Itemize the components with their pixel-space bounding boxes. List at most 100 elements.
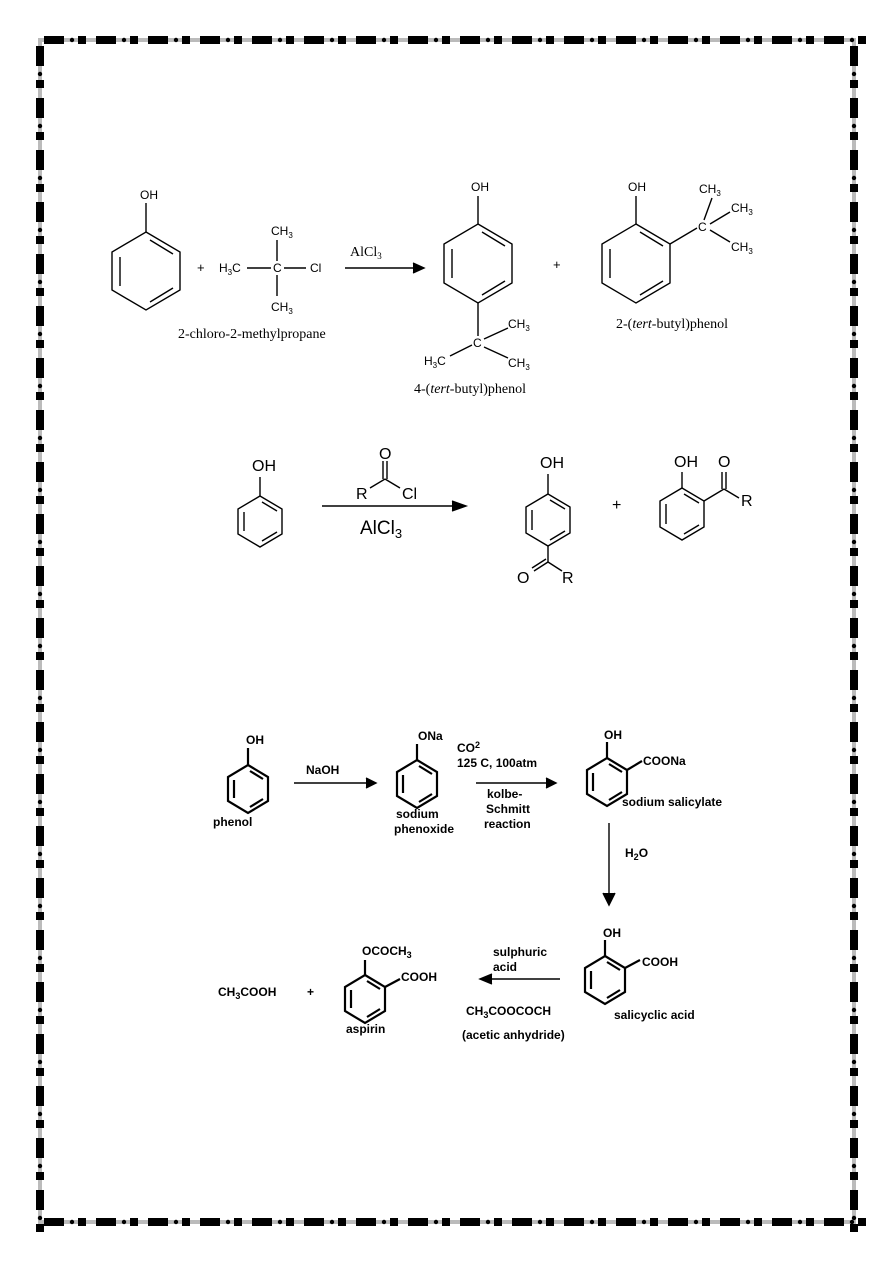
border-mark: [329, 1219, 335, 1225]
border-mark: [252, 1218, 272, 1226]
border-mark: [851, 851, 857, 857]
border-mark: [408, 1218, 428, 1226]
border-mark: [37, 1215, 43, 1221]
border-mark: [182, 36, 190, 44]
border-mark: [851, 539, 857, 545]
border-mark: [589, 1219, 595, 1225]
ortho-acyl-o: O: [718, 454, 730, 471]
border-mark: [850, 444, 858, 452]
border-mark: [381, 1219, 387, 1225]
page-border: [36, 36, 866, 1232]
border-mark: [44, 1218, 64, 1226]
border-mark: [37, 1111, 43, 1117]
border-mark: [850, 826, 858, 846]
border-mark: [850, 496, 858, 504]
acyl-phenol-oh: OH: [252, 458, 276, 475]
border-mark: [858, 36, 866, 44]
border-mark: [36, 392, 44, 400]
border-mark: [381, 37, 387, 43]
border-mark: [36, 132, 44, 140]
ortho-ch3-c: CH3: [731, 240, 753, 256]
border-mark: [69, 1219, 75, 1225]
border-mark: [851, 955, 857, 961]
border-mark: [37, 71, 43, 77]
border-mark: [850, 912, 858, 920]
tbucl-h3c: H3C: [219, 261, 241, 277]
arrow-naoh: [294, 777, 378, 789]
border-mark: [36, 1086, 44, 1106]
border-mark: [44, 36, 64, 44]
plus-1: +: [197, 260, 205, 275]
arrow-water: [602, 823, 616, 907]
border-mark: [121, 1219, 127, 1225]
tbucl-ch3-top: CH3: [271, 224, 293, 240]
border-mark: [850, 652, 858, 660]
para-acyl-r: R: [562, 570, 574, 587]
border-mark: [37, 955, 43, 961]
reaction-alkylation-labels: OH + CH3 H3C C Cl CH3 AlCl3 + OH C CH3 C…: [140, 180, 753, 372]
border-mark: [36, 1224, 44, 1232]
border-mark: [69, 37, 75, 43]
border-mark: [78, 1218, 86, 1226]
ortho-acyl-r: R: [741, 493, 753, 510]
anhydride-label: (acetic anhydride): [462, 1028, 565, 1042]
border-mark: [851, 1007, 857, 1013]
border-mark: [121, 37, 127, 43]
border-mark: [277, 37, 283, 43]
salicylate-label: sodium salicylate: [622, 795, 722, 809]
ortho-acyl-oh: OH: [674, 454, 698, 471]
border-mark: [485, 1219, 491, 1225]
border-mark: [850, 722, 858, 742]
alcl3-label-2: AlCl3: [360, 518, 402, 541]
border-mark: [36, 930, 44, 950]
acyl-o: O: [379, 446, 391, 463]
para-oh: OH: [471, 180, 489, 194]
border-mark: [36, 236, 44, 244]
sulphuric-2: acid: [493, 960, 517, 974]
border-mark: [858, 1218, 866, 1226]
border-mark: [36, 1120, 44, 1128]
border-mark: [850, 982, 858, 1002]
border-mark: [512, 1218, 532, 1226]
phenol-ring-1: [111, 203, 181, 311]
border-mark: [130, 1218, 138, 1226]
border-mark: [37, 1007, 43, 1013]
border-mark: [36, 1172, 44, 1180]
border-mark: [36, 496, 44, 504]
border-mark: [37, 747, 43, 753]
border-mark: [754, 1218, 762, 1226]
border-mark: [36, 340, 44, 348]
border-mark: [598, 1218, 606, 1226]
border-mark: [850, 670, 858, 690]
border-mark: [850, 358, 858, 378]
border-mark: [564, 36, 584, 44]
border-mark: [442, 36, 450, 44]
border-mark: [442, 1218, 450, 1226]
border-mark: [850, 410, 858, 430]
border-mark: [36, 722, 44, 742]
border-mark: [851, 435, 857, 441]
acyl-r: R: [356, 486, 368, 503]
arrow-acetylation: [478, 973, 560, 985]
border-mark: [37, 695, 43, 701]
border-mark: [182, 1218, 190, 1226]
para-acyl-o: O: [517, 570, 529, 587]
para-ch3-right: CH3: [508, 317, 530, 333]
border-mark: [850, 964, 858, 972]
acyl-chloride: [369, 461, 401, 489]
salicylic-oh: OH: [603, 926, 621, 940]
border-mark: [390, 36, 398, 44]
border-mark: [433, 37, 439, 43]
border-mark: [851, 1111, 857, 1117]
border-mark: [850, 1190, 858, 1210]
border-mark: [304, 1218, 324, 1226]
border-mark: [850, 1086, 858, 1106]
border-mark: [702, 1218, 710, 1226]
border-mark: [850, 878, 858, 898]
border-mark: [850, 184, 858, 192]
border-mark: [36, 306, 44, 326]
border-mark: [850, 306, 858, 326]
border-mark: [173, 37, 179, 43]
border-mark: [537, 37, 543, 43]
tbucl-center-c: C: [273, 261, 282, 275]
